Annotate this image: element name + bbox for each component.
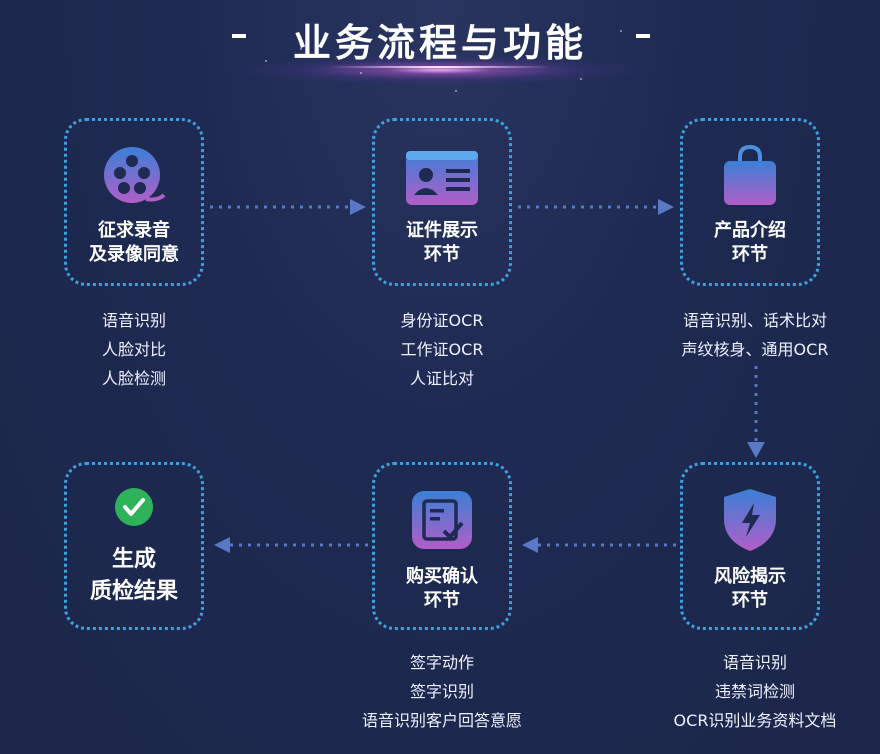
- id-card-icon: [404, 149, 480, 211]
- shopping-bag-icon: [720, 143, 780, 211]
- desc-item: 语音识别: [722, 653, 787, 672]
- desc-item: OCR识别业务资料文档: [673, 711, 837, 730]
- title-dash-right: [636, 34, 650, 38]
- check-circle-icon: [114, 487, 154, 531]
- document-check-icon: [410, 489, 474, 555]
- desc-item: 签字动作: [409, 653, 474, 672]
- step-desc: 身份证OCR 工作证OCR 人证比对: [372, 306, 512, 393]
- title-dash-left: [232, 34, 246, 38]
- title-glow-line: [330, 66, 550, 68]
- page-title: 业务流程与功能: [292, 21, 587, 65]
- arrow-down: [747, 366, 765, 458]
- step-label-line2: 环节: [424, 244, 460, 265]
- step-label-line2: 质检结果: [89, 579, 178, 604]
- step-label-line2: 环节: [732, 590, 768, 611]
- step-desc: 签字动作 签字识别 语音识别客户回答意愿: [342, 648, 542, 735]
- desc-item: 签字识别: [409, 682, 474, 701]
- desc-item: 声纹核身、通用OCR: [681, 340, 829, 359]
- shield-lightning-icon: [720, 487, 780, 557]
- desc-item: 违禁词检测: [714, 682, 795, 701]
- star-decoration: [620, 30, 622, 32]
- step-label-line1: 风险揭示: [714, 566, 786, 587]
- step-id-display: 证件展示 环节: [372, 118, 512, 286]
- step-product-intro: 产品介绍 环节: [680, 118, 820, 286]
- step-desc: 语音识别、话术比对 声纹核身、通用OCR: [655, 306, 855, 364]
- arrow-left: [522, 537, 678, 553]
- step-generate-result: 生成 质检结果: [64, 462, 204, 630]
- step-desc: 语音识别 人脸对比 人脸检测: [64, 306, 204, 393]
- step-risk-disclosure: 风险揭示 环节: [680, 462, 820, 630]
- step-label-line2: 环节: [732, 244, 768, 265]
- title-glow: [230, 55, 650, 85]
- step-desc: 语音识别 违禁词检测 OCR识别业务资料文档: [650, 648, 860, 735]
- step-label-line1: 生成: [111, 547, 156, 572]
- desc-item: 人脸对比: [101, 340, 166, 359]
- star-decoration: [520, 50, 522, 52]
- desc-item: 语音识别: [101, 311, 166, 330]
- step-label-line1: 购买确认: [406, 566, 478, 587]
- desc-item: 身份证OCR: [400, 311, 484, 330]
- step-purchase-confirm: 购买确认 环节: [372, 462, 512, 630]
- desc-item: 人脸检测: [101, 369, 166, 388]
- star-decoration: [360, 72, 362, 74]
- arrow-left: [214, 537, 370, 553]
- film-reel-icon: [102, 143, 166, 211]
- header: 业务流程与功能: [0, 0, 880, 92]
- desc-item: 人证比对: [409, 369, 474, 388]
- arrow-right: [518, 199, 674, 215]
- arrow-right: [210, 199, 366, 215]
- step-label-line1: 征求录音: [98, 220, 170, 241]
- star-decoration: [455, 90, 457, 92]
- desc-item: 语音识别客户回答意愿: [361, 711, 522, 730]
- star-decoration: [265, 60, 267, 62]
- step-label-line2: 及录像同意: [89, 244, 179, 265]
- step-label-line1: 证件展示: [406, 220, 478, 241]
- desc-item: 语音识别、话术比对: [682, 311, 827, 330]
- star-decoration: [580, 78, 582, 80]
- star-decoration: [300, 48, 302, 50]
- step-consent-recording: 征求录音 及录像同意: [64, 118, 204, 286]
- step-label-line2: 环节: [424, 590, 460, 611]
- step-label-line1: 产品介绍: [714, 220, 786, 241]
- desc-item: 工作证OCR: [400, 340, 484, 359]
